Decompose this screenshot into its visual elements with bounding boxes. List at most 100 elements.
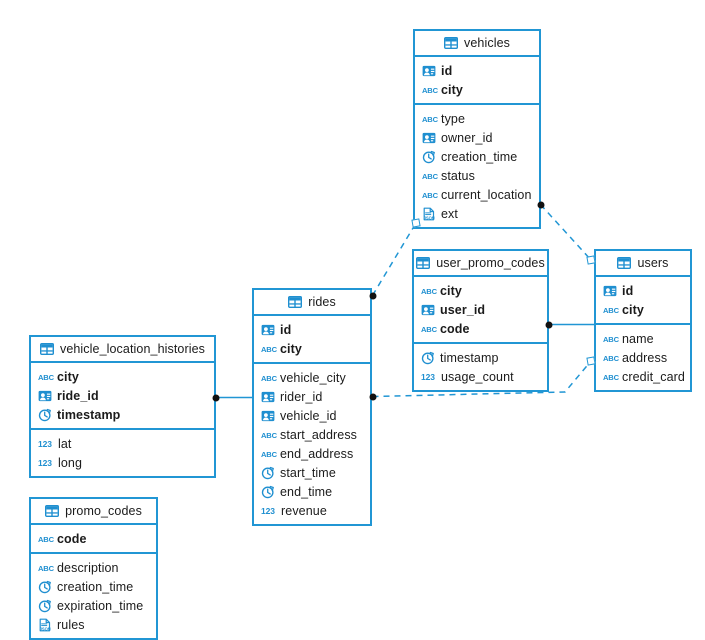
field-label: expiration_time <box>57 598 144 613</box>
field-row[interactable]: creation_time <box>31 577 156 596</box>
field-row[interactable]: id <box>254 320 370 339</box>
table-icon <box>444 36 459 50</box>
abc-icon: ABC <box>422 112 438 126</box>
abc-icon: ABC <box>603 370 619 384</box>
svg-text:ABC: ABC <box>261 450 277 459</box>
table-icon <box>617 256 632 270</box>
field-row[interactable]: expiration_time <box>31 596 156 615</box>
entity-title: promo_codes <box>65 504 142 518</box>
entity-header[interactable]: rides <box>254 290 370 316</box>
field-label: credit_card <box>622 369 685 384</box>
field-label: lat <box>58 436 72 451</box>
field-label: revenue <box>281 503 327 518</box>
relationship-source-marker-dot <box>369 393 376 400</box>
svg-text:ABC: ABC <box>603 373 619 382</box>
field-row[interactable]: 123 lat <box>31 434 214 453</box>
clock-icon <box>261 466 275 480</box>
field-label: status <box>441 168 475 183</box>
field-row[interactable]: id <box>596 281 690 300</box>
field-label: owner_id <box>441 130 493 145</box>
table-icon <box>288 295 303 309</box>
abc-icon: ABC <box>603 351 619 365</box>
field-row[interactable]: end_time <box>254 482 370 501</box>
entity-header[interactable]: vehicles <box>415 31 539 57</box>
field-row[interactable]: start_time <box>254 463 370 482</box>
clock-icon <box>38 408 52 422</box>
relationship-source-marker-dot <box>369 292 376 299</box>
field-label: id <box>441 63 453 78</box>
svg-text:ABC: ABC <box>603 306 619 315</box>
number-icon: 123 <box>38 438 52 449</box>
field-label: end_time <box>280 484 333 499</box>
entity-title: users <box>637 256 669 270</box>
entity-header[interactable]: user_promo_codes <box>414 251 547 277</box>
field-label: city <box>280 341 302 356</box>
entity-header[interactable]: vehicle_location_histories <box>31 337 214 363</box>
svg-text:JSON: JSON <box>424 215 435 220</box>
field-row[interactable]: owner_id <box>415 128 539 147</box>
abc-icon: ABC <box>38 370 54 384</box>
entity-header[interactable]: users <box>596 251 690 277</box>
field-label: address <box>622 350 668 365</box>
field-row[interactable]: user_id <box>414 300 547 319</box>
abc-icon: ABC <box>422 188 438 202</box>
svg-text:ABC: ABC <box>38 564 54 573</box>
field-row[interactable]: id <box>415 61 539 80</box>
field-row[interactable]: timestamp <box>31 405 214 424</box>
relationship-source-marker-dot <box>545 321 553 328</box>
svg-text:ABC: ABC <box>38 373 54 382</box>
field-label: creation_time <box>441 149 518 164</box>
field-row[interactable]: vehicle_id <box>254 406 370 425</box>
field-row[interactable]: rider_id <box>254 387 370 406</box>
svg-text:ABC: ABC <box>603 335 619 344</box>
field-row[interactable]: ride_id <box>31 386 214 405</box>
table-icon <box>45 504 60 518</box>
field-row[interactable]: creation_time <box>415 147 539 166</box>
entity-title: user_promo_codes <box>436 256 545 270</box>
id-card-icon <box>261 390 275 404</box>
field-label: vehicle_id <box>280 408 337 423</box>
id-card-icon <box>603 284 617 298</box>
abc-icon: ABC <box>422 83 438 97</box>
relationship-line-rides-to-vehicles <box>371 222 417 296</box>
field-row[interactable]: timestamp <box>414 348 547 367</box>
relationship-target-marker-square <box>586 255 596 265</box>
entity-header[interactable]: promo_codes <box>31 499 156 525</box>
field-label: vehicle_city <box>280 370 346 385</box>
svg-text:ABC: ABC <box>603 354 619 363</box>
abc-icon: ABC <box>421 322 437 336</box>
